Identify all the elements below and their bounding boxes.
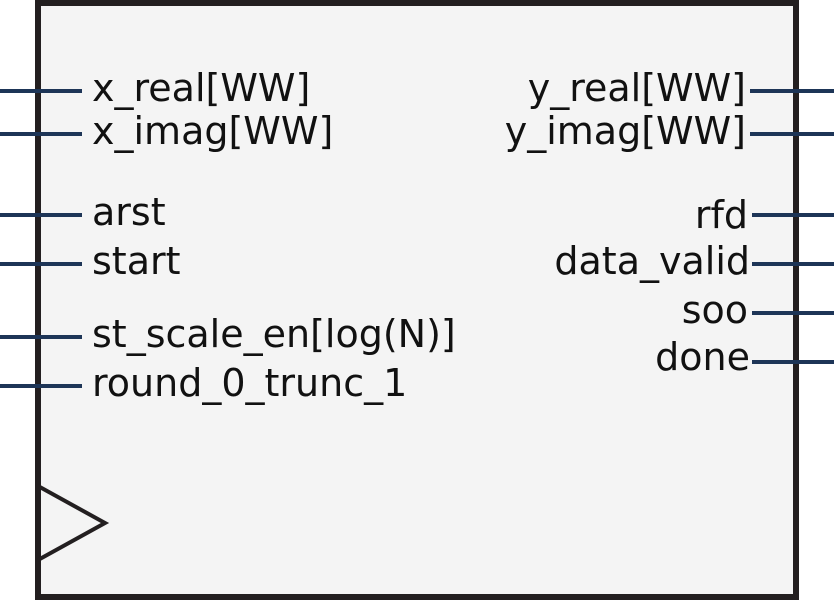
input-label-round-0-trunc-1: round_0_trunc_1 [92, 361, 407, 405]
output-port-data-valid: data_valid [554, 239, 834, 283]
output-port-rfd: rfd [695, 193, 834, 237]
input-port-x-real: x_real[WW] [0, 66, 310, 110]
input-label-x-imag: x_imag[WW] [92, 109, 333, 153]
input-ports: x_real[WW] x_imag[WW] arst start st_scal… [0, 66, 456, 405]
output-label-rfd: rfd [695, 193, 748, 237]
output-port-done: done [655, 335, 834, 379]
input-label-start: start [92, 239, 181, 283]
output-label-data-valid: data_valid [554, 239, 750, 283]
input-label-arst: arst [92, 190, 166, 234]
input-port-st-scale-en: st_scale_en[log(N)] [0, 312, 456, 356]
output-label-y-real: y_real[WW] [528, 66, 746, 110]
output-label-done: done [655, 335, 750, 379]
output-port-y-real: y_real[WW] [528, 66, 834, 110]
input-port-x-imag: x_imag[WW] [0, 109, 333, 153]
output-label-soo: soo [682, 288, 748, 332]
input-port-arst: arst [0, 190, 166, 234]
output-label-y-imag: y_imag[WW] [505, 109, 746, 153]
clock-input-icon [37, 484, 110, 562]
input-label-st-scale-en: st_scale_en[log(N)] [92, 312, 456, 356]
input-label-x-real: x_real[WW] [92, 66, 310, 110]
output-port-y-imag: y_imag[WW] [505, 109, 834, 153]
output-port-soo: soo [682, 288, 834, 332]
input-port-round-0-trunc-1: round_0_trunc_1 [0, 361, 407, 405]
output-ports: y_real[WW] y_imag[WW] rfd data_valid soo… [505, 66, 834, 379]
input-port-start: start [0, 239, 181, 283]
block-body [35, 0, 799, 600]
